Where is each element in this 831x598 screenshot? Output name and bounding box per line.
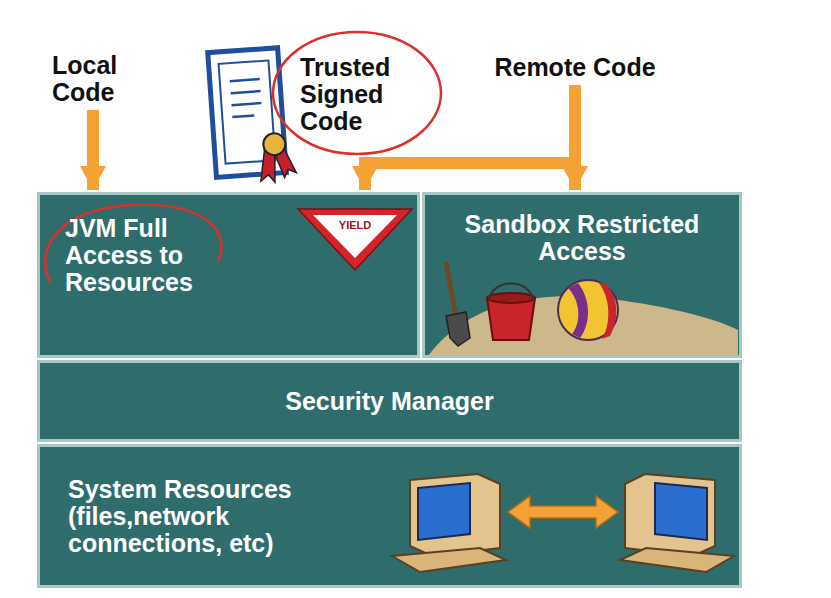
yield-text: YIELD bbox=[325, 219, 385, 231]
seal bbox=[263, 133, 286, 156]
security-band: Security Manager bbox=[37, 360, 742, 442]
shovel-blade bbox=[446, 312, 470, 346]
monitor-case bbox=[625, 474, 715, 556]
source-label: Remote Code bbox=[470, 54, 680, 81]
keyboard bbox=[620, 548, 734, 572]
source-text: Remote Code bbox=[494, 54, 655, 81]
monitor-screen bbox=[655, 483, 707, 540]
beach-ball bbox=[558, 280, 618, 340]
bucket-rim bbox=[487, 293, 535, 303]
source-label: Trusted Signed Code bbox=[300, 54, 416, 135]
annotation-circle bbox=[45, 205, 221, 282]
monitor-case bbox=[410, 474, 500, 556]
box-text: Security Manager bbox=[285, 388, 493, 415]
yield-sign bbox=[298, 209, 412, 270]
computers-illustration bbox=[392, 474, 734, 572]
computer-icon bbox=[392, 474, 506, 572]
network-arrow bbox=[508, 496, 618, 528]
yield-inner bbox=[313, 215, 397, 258]
shovel-handle bbox=[446, 262, 456, 318]
source-text: Local Code bbox=[52, 52, 134, 106]
flow-arrow bbox=[365, 85, 575, 190]
sandbox-illustration bbox=[428, 262, 738, 356]
certificate-line bbox=[231, 91, 261, 93]
bucket bbox=[487, 298, 535, 340]
certificate-line bbox=[230, 79, 260, 81]
annotation-circle bbox=[273, 32, 441, 154]
ball-stripe bbox=[598, 282, 616, 339]
certificate-icon bbox=[208, 47, 297, 186]
yield-outer bbox=[298, 209, 412, 270]
ball-stripe bbox=[568, 283, 588, 338]
source-text: Trusted Signed Code bbox=[300, 54, 416, 135]
certificate-line bbox=[231, 103, 261, 105]
keyboard bbox=[392, 548, 506, 572]
box-text: System Resources (files,network connecti… bbox=[68, 476, 368, 557]
computer-icon bbox=[620, 474, 734, 572]
source-label: Local Code bbox=[52, 52, 134, 106]
certificate-line bbox=[232, 116, 254, 118]
certificate-lines bbox=[230, 79, 262, 117]
box-text: JVM Full Access to Resources bbox=[65, 215, 250, 296]
box-text: Sandbox Restricted Access bbox=[435, 211, 729, 265]
bucket-handle bbox=[489, 284, 533, 301]
flow-arrow bbox=[87, 110, 99, 190]
monitor-screen bbox=[418, 483, 470, 540]
